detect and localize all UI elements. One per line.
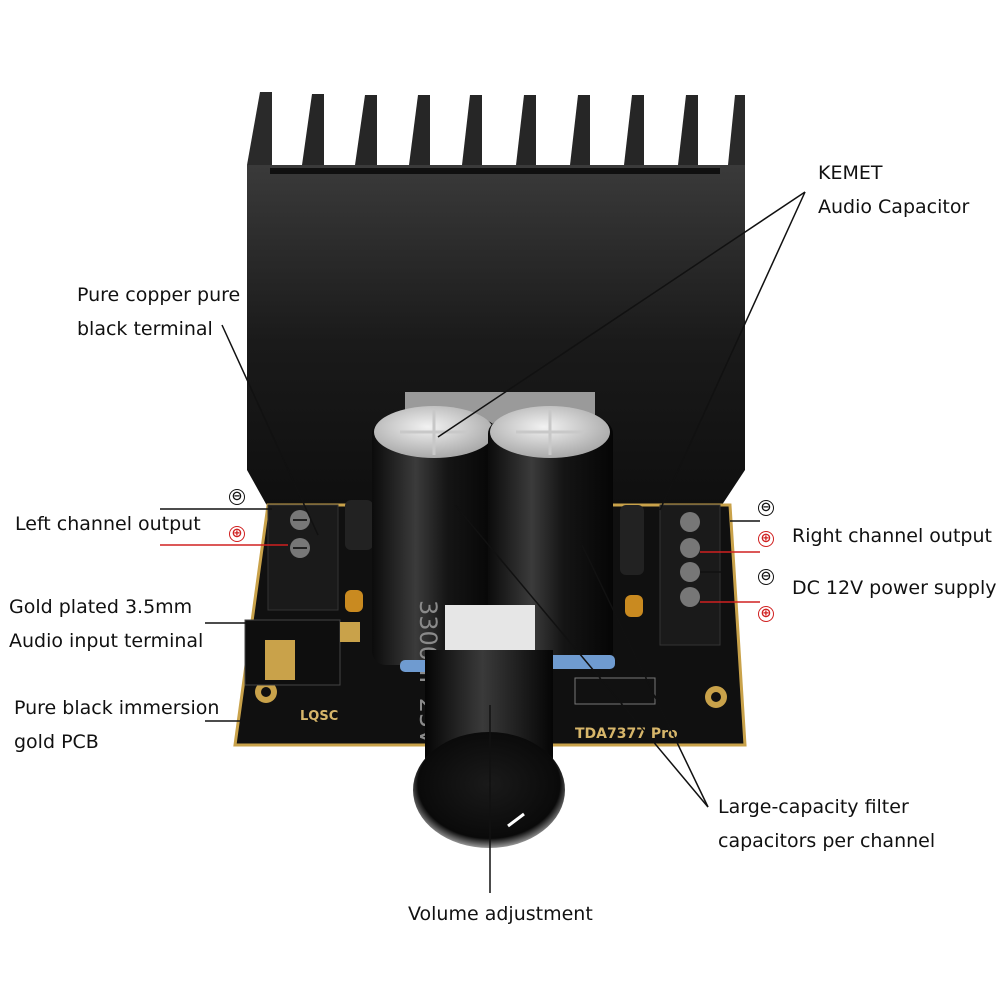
label-audio-input: Gold plated 3.5mm Audio input terminal xyxy=(9,596,204,652)
label-right-channel-output: Right channel output xyxy=(792,525,992,547)
label-copper-terminal: Pure copper pure black terminal xyxy=(77,284,241,340)
positive-icon: ⊕ xyxy=(758,606,774,622)
filter-capacitor-right xyxy=(488,406,613,665)
label-left-channel-output: Left channel output xyxy=(15,513,201,535)
label-volume-adjustment: Volume adjustment xyxy=(408,903,593,925)
left-terminal-block xyxy=(267,504,339,611)
leader-lines xyxy=(160,191,806,893)
board-model: TDA7377 Pro xyxy=(575,726,678,742)
positive-icon: ⊕ xyxy=(229,526,245,542)
negative-icon: ⊖ xyxy=(758,569,774,585)
negative-icon: ⊖ xyxy=(758,500,774,516)
label-kemet-capacitor: KEMET Audio Capacitor xyxy=(818,162,970,218)
label-power-supply: DC 12V power supply xyxy=(792,577,997,599)
label-filter-capacitors: Large-capacity filter capacitors per cha… xyxy=(718,796,936,852)
positive-icon: ⊕ xyxy=(758,531,774,547)
label-pcb: Pure black immersion gold PCB xyxy=(14,697,220,753)
heatsink xyxy=(247,92,745,520)
right-terminal-block xyxy=(659,504,721,646)
board-logo: LQSC xyxy=(300,709,338,724)
positive-wires xyxy=(160,544,760,603)
audio-jack xyxy=(244,619,360,686)
negative-icon: ⊖ xyxy=(229,489,245,505)
volume-knob xyxy=(413,605,565,848)
